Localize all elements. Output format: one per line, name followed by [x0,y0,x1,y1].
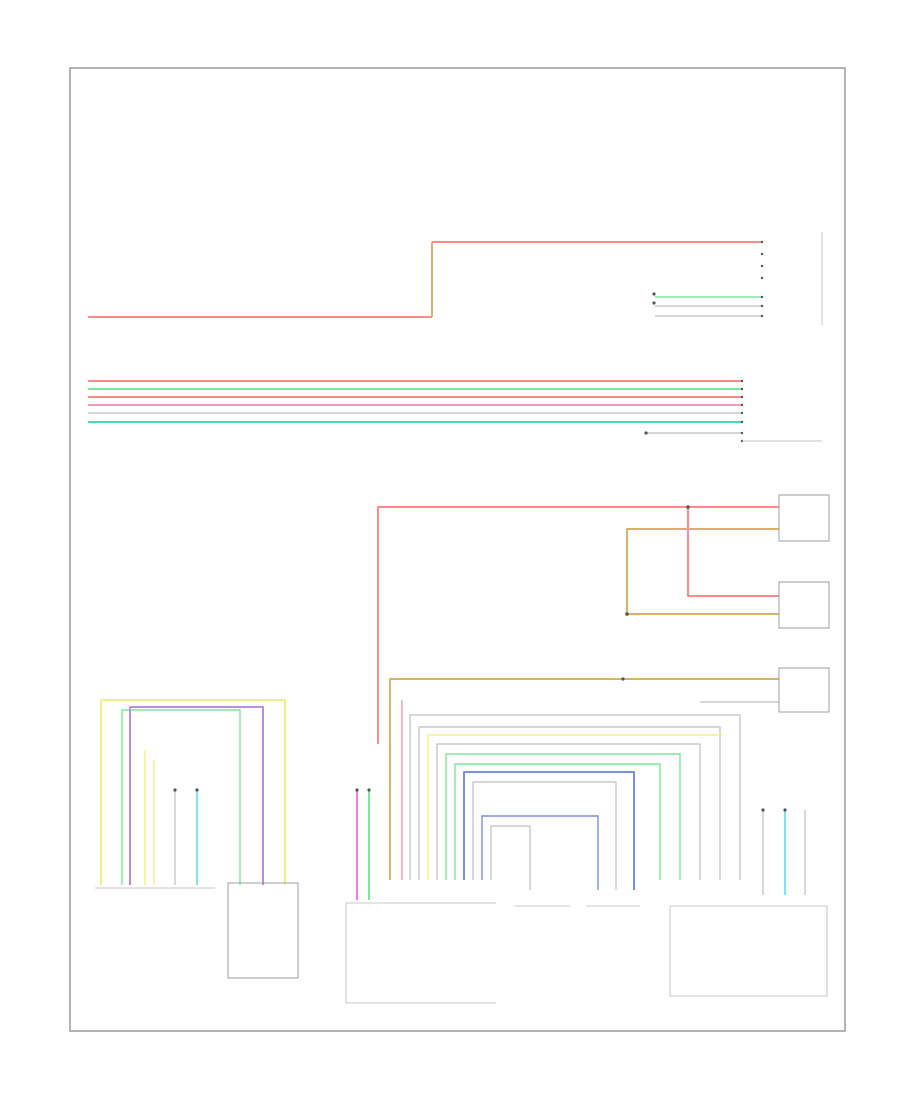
pcm-circuit [669,808,828,997]
wire-tan-horn [389,678,779,880]
splice-dot [625,612,629,616]
wire-violet-tcm [129,706,264,885]
left-headlamp [778,494,830,542]
wire-tan-headlamp-left [626,528,779,614]
wire-gray-bcm-4 [472,781,617,890]
bcm-circuit [345,700,741,1004]
splice-dot [652,292,656,296]
bcm-connector-bracket [345,903,496,1004]
splice-dot [367,788,371,792]
horn-circuit [389,667,830,880]
wire-gray-bcm-3 [436,743,701,880]
headlamp-switch [227,882,299,979]
wire-yellow-bcm [427,734,722,880]
wire-gray-bcm-2 [418,726,721,880]
splice-dot [783,808,787,812]
wire-green-tcm [121,709,241,885]
upper-feed-circuit [88,232,823,325]
right-headlamp [778,581,830,629]
diagram-frame [69,67,846,1032]
data-bus-circuit [88,379,822,443]
splice-dot [686,505,690,509]
splice-dot [652,301,656,305]
splice-dot [644,431,648,435]
left-connector-pins [740,379,744,443]
splice-dot [173,788,177,792]
tcm-circuit [95,699,299,979]
splice-dot [761,808,765,812]
wire-gray-bcm-1 [409,714,741,880]
wire-blue-bcm [463,771,635,890]
splice-dot [355,788,359,792]
wire-blue-bcm-2 [481,815,599,890]
wire-green-bcm-3 [454,763,661,880]
splice-dot [621,677,625,681]
wire-red-headlamp-main [377,506,779,744]
splice-dot [195,788,199,792]
upper-connector-pins [760,240,764,318]
wire-gray-bcm-5 [490,825,531,890]
headlamp-circuit [377,494,830,744]
pcm-connector-bracket [669,906,828,997]
horn [778,667,830,713]
wire-red-headlamp-right [687,507,779,597]
wire-yellow-tcm-1 [100,699,286,885]
wire-green-bcm-2 [445,753,681,880]
